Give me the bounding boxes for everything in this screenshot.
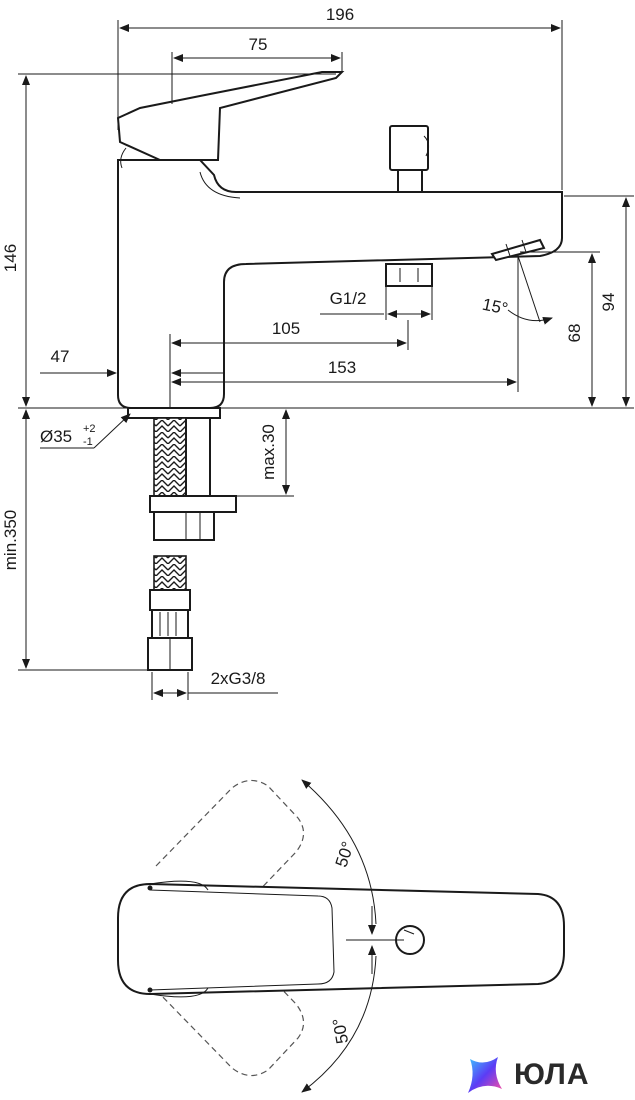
dim-hole-tolerance-minus: -1 [83, 436, 93, 448]
lever-top [149, 889, 335, 991]
dim-base-offset: 47 [51, 347, 70, 366]
dim-lever-length: 75 [249, 35, 268, 54]
base-plate [127, 407, 221, 419]
aerator-outlet [385, 263, 433, 287]
rotation-arc-top [301, 779, 377, 925]
dim-total-width: 196 [326, 5, 354, 24]
dim-outlet-distance: 105 [272, 319, 300, 338]
side-view: 196 75 146 G1/2 105 47 153 15° [1, 5, 634, 700]
dim-deck-thickness: max.30 [259, 424, 278, 480]
hose-nut [147, 589, 193, 671]
flex-hose-lower [153, 555, 187, 591]
lever [116, 71, 345, 161]
dim-rotation-bottom: 50° [329, 1017, 352, 1046]
top-body [117, 882, 565, 996]
dim-total-height: 146 [1, 244, 20, 272]
dim-outlet-height: 68 [565, 324, 584, 343]
top-view: 50° 50° [117, 779, 565, 1093]
brand-star-icon [468, 1057, 502, 1093]
dim-spout-reach: 153 [328, 358, 356, 377]
clamp-plate [149, 495, 237, 513]
diverter-knob [389, 125, 430, 193]
flex-hose-upper [153, 417, 187, 499]
dim-outlet-thread: G1/2 [330, 289, 367, 308]
brand-logo: ЮЛА [462, 1053, 590, 1097]
lever-base [120, 147, 127, 169]
clamp-nut [153, 511, 215, 541]
rotation-arc-bottom [301, 955, 377, 1093]
lever-rotated-up [155, 779, 305, 901]
dim-hose-connection: 2xG3/8 [211, 669, 266, 688]
threaded-rod [185, 417, 211, 499]
dim-spout-angle: 15° [481, 295, 510, 319]
dim-hose-length: min.350 [1, 510, 20, 570]
pivot-top [149, 880, 209, 891]
dim-spout-height: 94 [599, 293, 618, 312]
brand-name: ЮЛА [514, 1058, 590, 1091]
dim-hole-tolerance-plus: +2 [83, 423, 96, 435]
dim-hole-diameter: Ø35 [40, 427, 72, 446]
pivot-bottom [149, 987, 209, 998]
body-contour [199, 171, 241, 199]
